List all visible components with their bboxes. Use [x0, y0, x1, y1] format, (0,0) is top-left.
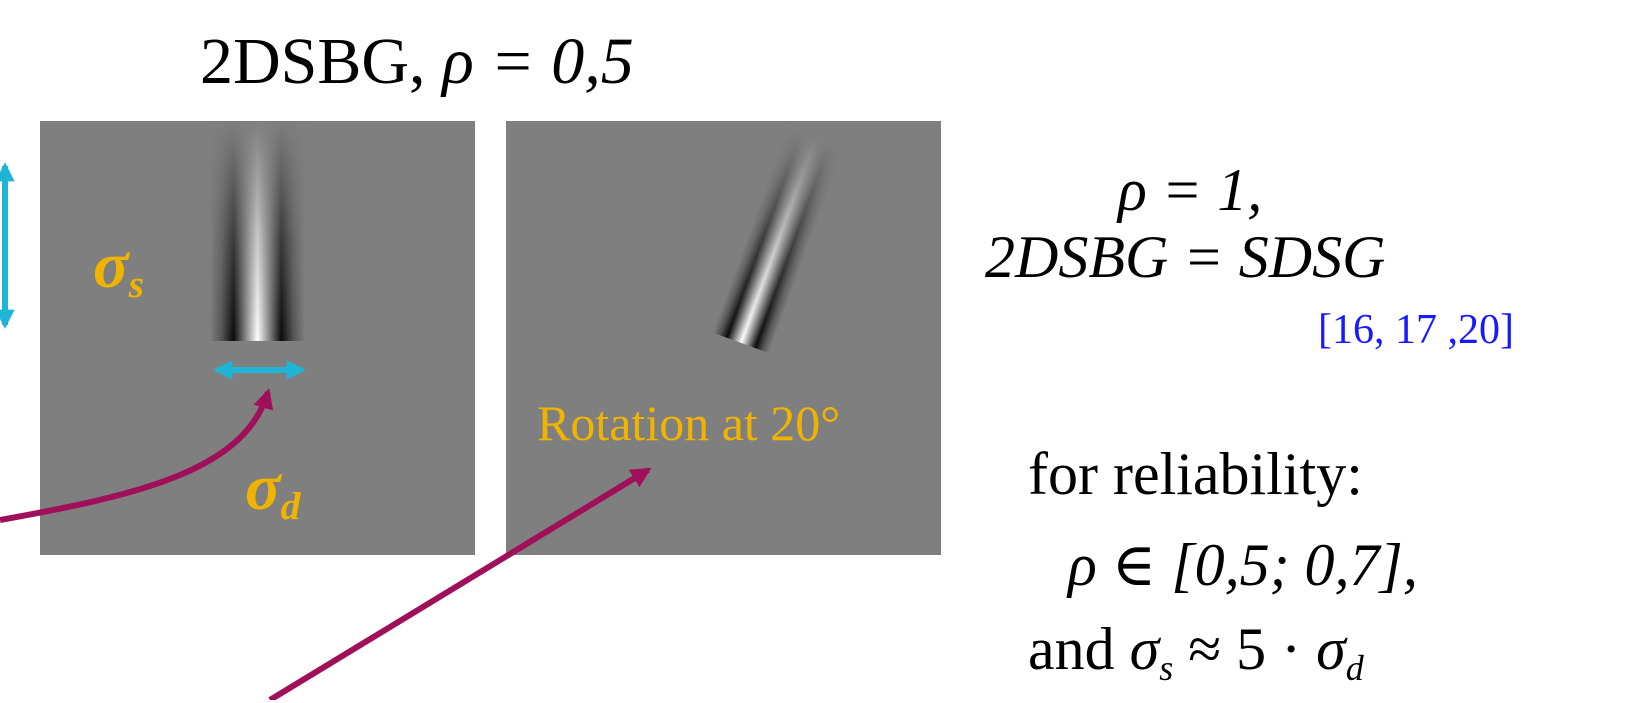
title-name: 2DSBG,	[200, 25, 426, 98]
equality-equation: 2DSBG = SDSG	[985, 224, 1386, 290]
sigma-d-label: σd	[245, 451, 301, 528]
filter-stripes-vertical	[210, 121, 305, 341]
filter-stripes-rotated	[712, 126, 845, 354]
references: [16, 17 ,20]	[1318, 307, 1514, 353]
reliability-title: for reliability:	[1028, 441, 1363, 507]
rho-range: ρ ∈ [0,5; 0,7],	[1068, 532, 1418, 598]
vertical-filter-image	[210, 121, 305, 341]
figure-title: 2DSBG, ρ = 0,5	[200, 22, 634, 102]
sigma-relation: and σs ≈ 5 · σd	[1028, 616, 1364, 688]
sigma-s-label: σs	[93, 229, 144, 306]
rotation-label: Rotation at 20°	[537, 395, 841, 451]
rho-one-equation: ρ = 1,	[1118, 157, 1263, 223]
rotated-filter-image	[712, 126, 845, 354]
filter-panel-rotated	[506, 121, 941, 555]
title-rho-equation: ρ = 0,5	[442, 25, 634, 98]
